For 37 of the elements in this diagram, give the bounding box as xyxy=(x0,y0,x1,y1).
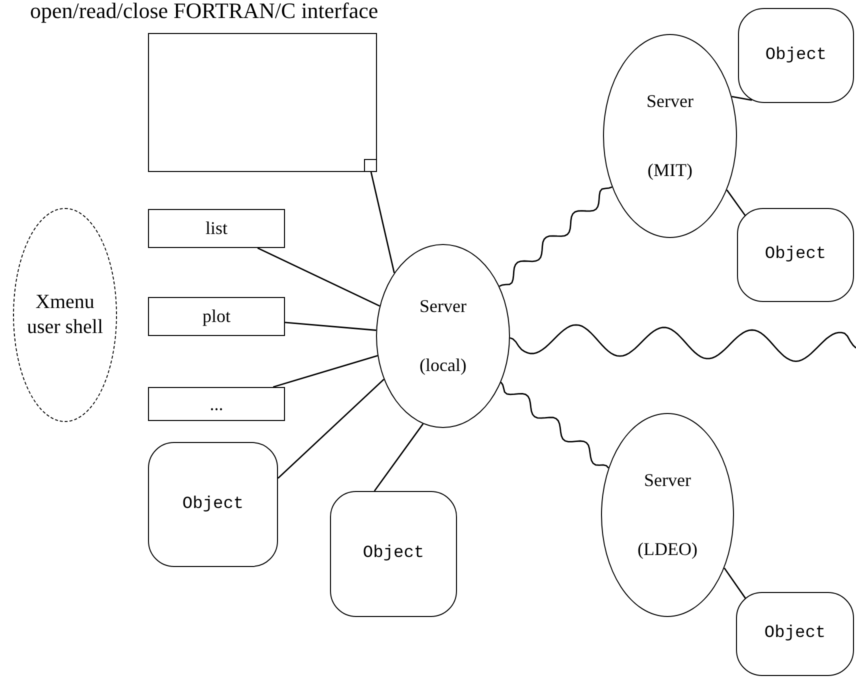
process-box xyxy=(148,209,285,248)
node-sublabel: (MIT) xyxy=(648,159,692,182)
connector-line xyxy=(272,354,378,388)
node-label: ... xyxy=(210,392,224,416)
wavy-connector xyxy=(499,186,612,287)
process-box xyxy=(148,297,285,336)
wavy-connector xyxy=(500,382,610,468)
node-label: Server xyxy=(420,295,466,318)
window-box xyxy=(148,33,377,172)
node-label: Server xyxy=(644,469,691,492)
connector-line xyxy=(278,378,384,479)
connector-line xyxy=(257,247,380,307)
object-box xyxy=(148,442,278,567)
object-box xyxy=(330,491,457,617)
node-label: Object xyxy=(764,244,826,266)
connector-line xyxy=(732,96,752,101)
node-sublabel: (local) xyxy=(420,354,466,377)
node-sublabel: (LDEO) xyxy=(638,538,698,561)
node-label: Object xyxy=(765,44,827,66)
process-box xyxy=(148,387,285,421)
object-box xyxy=(738,8,854,103)
object-box xyxy=(737,208,854,302)
connector-line xyxy=(284,322,376,331)
connector-line xyxy=(724,568,746,599)
node-label: Server xyxy=(646,90,694,113)
node-label: Object xyxy=(182,494,244,516)
connector-line xyxy=(374,423,424,492)
node-label: Object xyxy=(764,623,826,645)
object-box xyxy=(736,592,854,676)
heading-text: open/read/close FORTRAN/C interface xyxy=(30,0,378,22)
node-label: plot xyxy=(202,305,230,328)
connector-line xyxy=(726,190,746,216)
wavy-connector xyxy=(510,324,856,362)
node-label: list xyxy=(205,217,228,240)
connector-line xyxy=(370,172,395,274)
node-label: Xmenu user shell xyxy=(26,290,104,340)
node-label: Object xyxy=(362,543,424,565)
